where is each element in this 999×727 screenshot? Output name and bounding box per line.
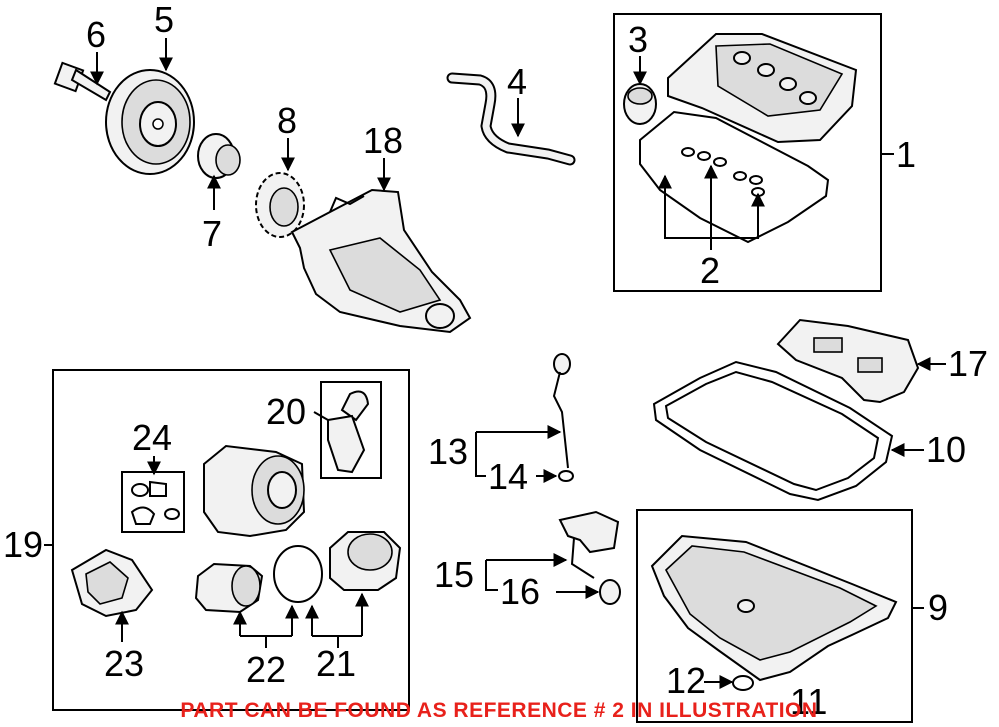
valve-cover-part [667, 33, 858, 144]
callout-10: 10 [926, 429, 966, 470]
oil-pump-part [290, 188, 472, 334]
callout-11: 11 [790, 681, 827, 722]
filter-o-ring-part [273, 545, 323, 603]
callout-22: 22 [246, 649, 286, 690]
callout-12: 12 [666, 660, 706, 701]
dipstick-part [552, 353, 574, 482]
callout-19: 19 [3, 524, 43, 565]
oil-filter-housing-part [203, 444, 306, 538]
callout-15: 15 [434, 554, 474, 595]
leader-20 [313, 411, 329, 421]
callout-18: 18 [363, 120, 403, 161]
callout-3: 3 [628, 19, 648, 60]
inner-seal-box [320, 381, 382, 479]
callout-24: 24 [132, 417, 172, 458]
callout-4: 4 [507, 61, 527, 102]
oil-pan-gasket-part [652, 360, 894, 502]
callout-16: 16 [500, 571, 540, 612]
callout-13: 13 [428, 431, 468, 472]
oil-pan-part [650, 534, 898, 682]
leader-15-bracket [485, 560, 498, 591]
callout-17: 17 [948, 343, 988, 384]
callout-20: 20 [266, 391, 306, 432]
oil-filter-housing-group-box [52, 369, 410, 711]
callout-1: 1 [896, 134, 916, 175]
callout-14: 14 [488, 456, 528, 497]
oil-filter-cap-part [329, 531, 402, 591]
callout-2: 2 [700, 250, 720, 291]
callout-8: 8 [277, 100, 297, 141]
callout-23: 23 [104, 643, 144, 684]
callout-9: 9 [928, 587, 948, 628]
heat-shield-part [776, 318, 920, 404]
dipstick-tube-part [558, 510, 621, 605]
oil-cooler-part [70, 548, 154, 618]
valve-cover-group-box [613, 13, 882, 292]
callout-21: 21 [316, 643, 356, 684]
oil-pan-group-box [636, 509, 913, 723]
oil-pump-sprocket-part [255, 172, 305, 238]
callout-7: 7 [202, 213, 222, 254]
inner-gasket-kit-box [121, 471, 185, 533]
crank-bolt-part [53, 61, 112, 102]
gasket-set-part [130, 480, 180, 525]
reference-banner: PART CAN BE FOUND AS REFERENCE # 2 IN IL… [180, 699, 817, 722]
oil-filler-cap-part [623, 83, 657, 125]
drain-plug-washer-part [732, 675, 754, 691]
valve-cover-gasket-part [639, 110, 830, 244]
callout-6: 6 [86, 14, 106, 55]
front-seal-part [197, 133, 241, 179]
oil-filter-element-part [194, 562, 264, 614]
housing-seal-part [327, 390, 370, 474]
callout-5: 5 [154, 0, 174, 40]
leader-13-bracket [475, 432, 486, 477]
crank-pulley-part [105, 69, 195, 175]
